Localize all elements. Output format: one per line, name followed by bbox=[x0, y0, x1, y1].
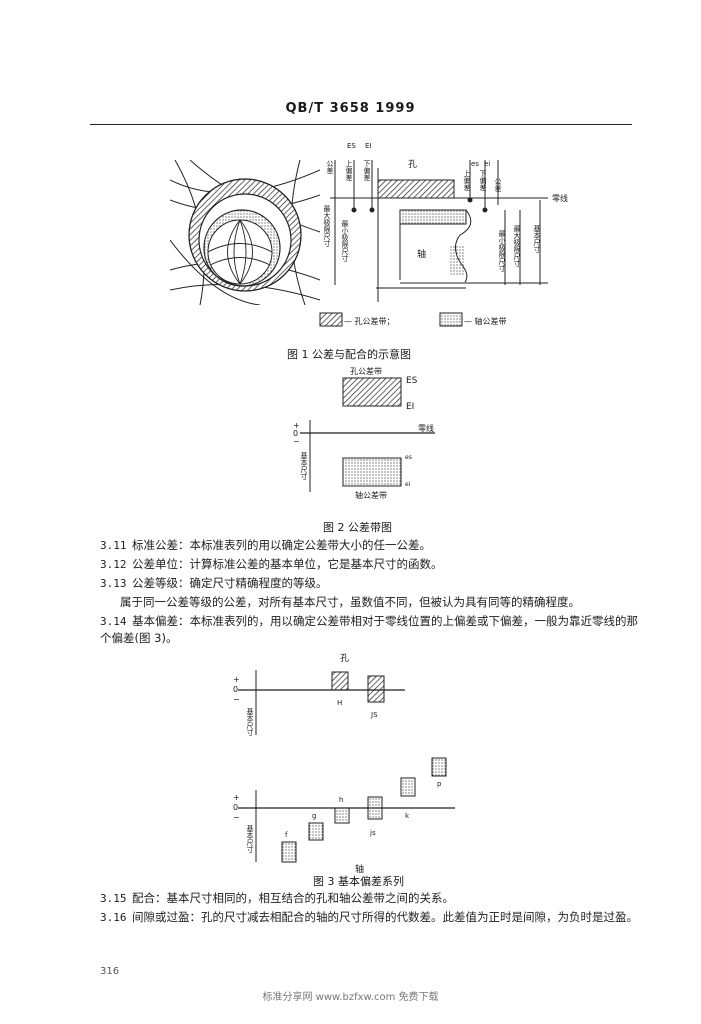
fig2-caption: 图 2 公差带图 bbox=[323, 521, 392, 534]
section-text: 配合：基本尺寸相同的，相互结合的孔和轴公差带之间的关系。 bbox=[132, 891, 454, 905]
fit-schematic bbox=[319, 160, 548, 327]
section-3-16: 3.16 间隙或过盈：孔的尺寸减去相配合的轴的尺寸所得的代数差。此差值为正时是间隙… bbox=[100, 909, 640, 926]
fig2-hole-zone-label: 孔公差带 bbox=[350, 367, 382, 376]
fig3-label-h: h bbox=[339, 796, 344, 804]
fig3-label-JS: JS bbox=[371, 711, 378, 719]
fig3-shaft-label: 轴 bbox=[355, 865, 365, 875]
fig1-hole-label: 孔 bbox=[408, 160, 418, 170]
fit-illustration bbox=[170, 160, 320, 305]
section-number: 3.15 bbox=[100, 892, 127, 905]
fig1-shaft-lower-dev: 下偏差 bbox=[479, 170, 487, 191]
fig3-label-f: f bbox=[285, 831, 288, 839]
section-number: 3.14 bbox=[100, 615, 127, 628]
section-number: 3.12 bbox=[100, 558, 127, 571]
fig3-label-p: p bbox=[437, 780, 442, 788]
fig1-max-hole-size: 最大极限尺寸 bbox=[323, 205, 331, 247]
fig1-tolerance-label: 公差 bbox=[326, 160, 334, 174]
fig3-basic-size-2: 基本尺寸 bbox=[246, 825, 254, 853]
section-3-15: 3.15 配合：基本尺寸相同的，相互结合的孔和轴公差带之间的关系。 bbox=[100, 890, 640, 907]
section-text: 属于同一公差等级的公差，对所有基本尺寸，虽数值不同，但被认为具有同等的精确程度。 bbox=[120, 595, 580, 609]
fig3-label-js: js bbox=[370, 829, 376, 837]
fig3-label-g: g bbox=[312, 812, 317, 820]
header-rule bbox=[90, 124, 632, 125]
fig2-es-small: es bbox=[405, 454, 412, 461]
section-number: 3.11 bbox=[100, 539, 127, 552]
fig3-zero-2: 0 bbox=[233, 803, 239, 812]
fig3-caption: 图 3 基本偏差系列 bbox=[313, 875, 404, 888]
section-text: 标准公差：本标准表列的用以确定公差带大小的任一公差。 bbox=[132, 538, 431, 552]
fig1-shaft-tolerance: 公差 bbox=[494, 178, 502, 192]
fig3-zero-1: 0 bbox=[233, 685, 239, 694]
fig3-plus-1: + bbox=[233, 675, 240, 684]
fig2-zero-line-label: 零线 bbox=[418, 424, 434, 433]
standard-code-header: QB/T 3658 1999 bbox=[285, 101, 416, 116]
fig1-min-hole-size: 最小极限尺寸 bbox=[341, 220, 349, 262]
fig2-shaft-zone-label: 轴公差带 bbox=[355, 491, 387, 500]
section-3-13-note: 属于同一公差等级的公差，对所有基本尺寸，虽数值不同，但被认为具有同等的精确程度。 bbox=[100, 594, 660, 611]
fig1-min-shaft-size: 最小极限尺寸 bbox=[498, 230, 506, 272]
fig1-caption: 图 1 公差与配合的示意图 bbox=[287, 348, 411, 361]
fig1-legend-shaft: — 轴公差带 bbox=[464, 317, 507, 326]
section-text: 公差等级：确定尺寸精确程度的等级。 bbox=[132, 576, 328, 590]
fig3-minus-1: − bbox=[233, 695, 240, 704]
fig3-label-k: k bbox=[405, 812, 410, 820]
fig1-shaft-upper-dev: 上偏差 bbox=[463, 170, 471, 191]
fig2-zero: 0 bbox=[293, 429, 299, 438]
section-number: 3.13 bbox=[100, 577, 127, 590]
fig1-legend-hole: — 孔公差带； bbox=[344, 317, 395, 326]
tolerance-zone-diagram bbox=[300, 377, 435, 492]
fig1-upper-deviation: 上偏差 bbox=[345, 160, 353, 181]
section-3-12: 3.12 公差单位：计算标准公差的基本单位，它是基本尺寸的函数。 bbox=[100, 556, 640, 573]
fig2-plus: + bbox=[293, 421, 300, 430]
section-text: 基本偏差：本标准表列的，用以确定公差带相对于零线位置的上偏差或下偏差，一般为靠近… bbox=[100, 614, 638, 645]
fig2-ei-label: EI bbox=[406, 402, 415, 412]
page-number: 316 bbox=[100, 966, 120, 977]
fig3-label-H: H bbox=[337, 699, 343, 707]
fig1-ei-small: ei bbox=[484, 160, 491, 168]
fig3-basic-size-1: 基本尺寸 bbox=[246, 708, 254, 736]
fig3-plus-2: + bbox=[233, 793, 240, 802]
fig2-ei-small: ei bbox=[405, 481, 411, 488]
section-text: 间隙或过盈：孔的尺寸减去相配合的轴的尺寸所得的代数差。此差值为正时是间隙，为负时… bbox=[132, 910, 638, 924]
fundamental-deviation-shafts bbox=[238, 757, 455, 863]
fig1-basic-size: 基本尺寸 bbox=[533, 225, 541, 253]
section-text: 公差单位：计算标准公差的基本单位，它是基本尺寸的函数。 bbox=[132, 557, 443, 571]
footer-watermark: 标准分享网 www.bzfxw.com 免费下载 bbox=[262, 992, 439, 1003]
fig2-minus: − bbox=[293, 437, 300, 446]
fig1-zero-line-label: 零线 bbox=[552, 194, 568, 203]
section-number: 3.16 bbox=[100, 911, 127, 924]
fundamental-deviation-holes bbox=[238, 670, 405, 735]
fig1-shaft-label: 轴 bbox=[417, 250, 427, 260]
fig1-ei-label: EI bbox=[365, 142, 372, 150]
fig1-es-small: es bbox=[471, 160, 479, 168]
fig2-es-label: ES bbox=[406, 376, 418, 386]
fig2-basic-size: 基本尺寸 bbox=[300, 452, 308, 480]
section-3-11: 3.11 标准公差：本标准表列的用以确定公差带大小的任一公差。 bbox=[100, 537, 640, 554]
section-3-13: 3.13 公差等级：确定尺寸精确程度的等级。 bbox=[100, 575, 640, 592]
fig3-minus-2: − bbox=[233, 813, 240, 822]
fig1-es-label: ES bbox=[347, 142, 356, 150]
fig1-max-shaft-size: 最大极限尺寸 bbox=[513, 225, 521, 267]
fig1-lower-deviation: 下偏差 bbox=[363, 160, 371, 181]
fig3-hole-label: 孔 bbox=[340, 654, 350, 664]
